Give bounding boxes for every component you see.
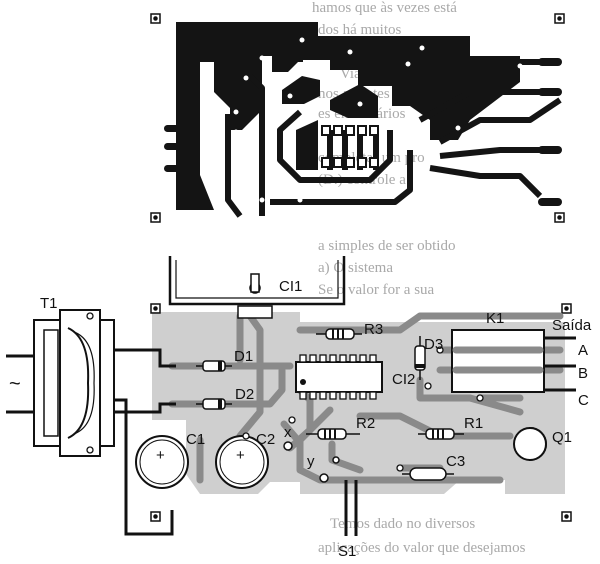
diode-d2 (196, 398, 232, 410)
secondary-leads (114, 348, 176, 536)
resistor-r2 (306, 428, 360, 440)
pill-pads-left (164, 125, 194, 172)
copper-pour-left (176, 22, 350, 210)
label-out-a: A (578, 342, 588, 359)
corner-marks-top (150, 13, 565, 223)
transistor-q1 (513, 426, 547, 462)
pill-pads-right (538, 58, 562, 206)
resistor-r1 (418, 428, 464, 440)
label-out-b: B (578, 365, 588, 382)
capacitor-c3 (402, 467, 454, 481)
label-q1: Q1 (552, 429, 572, 446)
label-k1: K1 (486, 310, 504, 327)
diode-d3 (414, 336, 426, 380)
label-c1: C1 (186, 431, 205, 448)
ci1-heatsink (168, 256, 346, 319)
transformer-t1 (33, 309, 115, 457)
copper-island (330, 84, 378, 118)
label-s1: S1 (338, 543, 356, 560)
labels: CI1 T1 ~ D1 D2 R3 D3 CI2 K1 Saída A B C … (9, 278, 592, 560)
copper-island (282, 76, 320, 104)
copper-side-board (150, 13, 565, 223)
bg-text-line: a) O sistema (318, 260, 393, 276)
ic-pads-top (321, 125, 379, 168)
ic-ci2 (295, 354, 383, 400)
copper-pour-top (318, 36, 520, 140)
output-leads (544, 336, 576, 392)
bg-text-line: dos há muitos (318, 22, 401, 38)
label-plus-c1: + (156, 447, 165, 464)
label-ci1: CI1 (279, 278, 302, 295)
relay-k1 (451, 329, 545, 393)
resistor-r3 (316, 328, 362, 340)
label-r3: R3 (364, 321, 383, 338)
label-saida: Saída (552, 317, 592, 334)
label-r1: R1 (464, 415, 483, 432)
label-ac-symbol: ~ (9, 373, 21, 395)
capacitor-c2 (215, 435, 269, 489)
capacitor-c1 (135, 435, 189, 489)
label-d3: D3 (424, 336, 443, 353)
switch-s1-leads (344, 480, 358, 536)
label-out-c: C (578, 392, 589, 409)
test-points (283, 441, 340, 483)
component-side-board (6, 256, 576, 536)
bg-text-line: a simples de ser obtido (318, 238, 455, 254)
misc-pads (242, 346, 484, 472)
label-c3: C3 (446, 453, 465, 470)
label-t1: T1 (40, 295, 58, 312)
diode-d1 (196, 360, 232, 372)
copper-island (296, 120, 318, 170)
bg-text-line: Se o valor for a sua (318, 282, 435, 298)
label-plus-c2: + (236, 447, 245, 464)
pad-holes (233, 37, 523, 203)
label-y: y (307, 453, 315, 470)
label-x: x (284, 424, 292, 441)
label-c2: C2 (256, 431, 275, 448)
label-d2: D2 (235, 386, 254, 403)
label-d1: D1 (234, 348, 253, 365)
bg-text-line: aplicações do valor que desejamos (318, 540, 526, 556)
mains-leads (6, 354, 34, 414)
bg-text-line: hamos que às vezes está (312, 0, 457, 16)
bg-text-line: Temos dado no diversos (330, 516, 475, 532)
corner-marks-bottom (150, 303, 572, 522)
label-ci2: CI2 (392, 371, 415, 388)
label-r2: R2 (356, 415, 375, 432)
copper-traces (225, 40, 562, 218)
